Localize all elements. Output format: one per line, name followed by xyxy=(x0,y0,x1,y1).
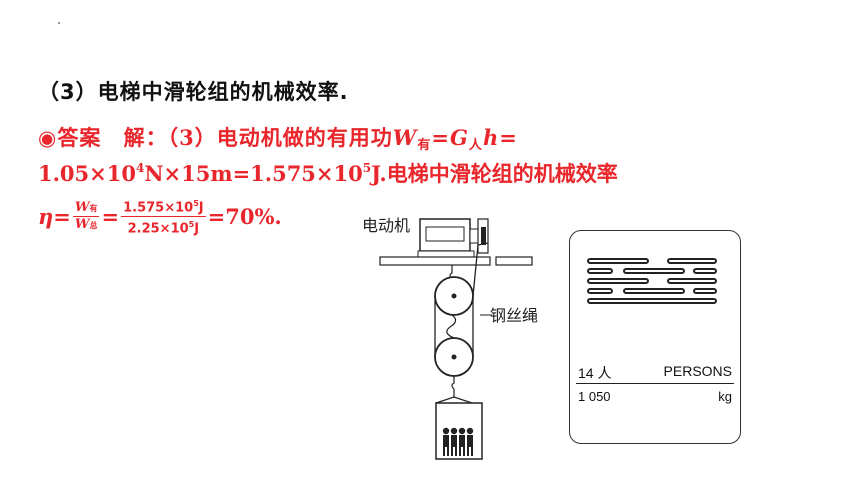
formula-result: =70%. xyxy=(207,204,282,230)
fraction-w: W有 W总 xyxy=(72,200,100,233)
elevator-diagram xyxy=(379,218,533,460)
rope-label: 钢丝绳 xyxy=(490,306,539,325)
motor-base xyxy=(417,250,475,258)
equals-sign: = xyxy=(431,125,450,150)
answer-line-1: ◉答案 解：（3）电动机做的有用功W有=G人h= xyxy=(38,122,518,153)
car-top xyxy=(435,396,473,404)
placard-weight: 1 050 xyxy=(578,389,611,404)
line2-part-a: 1.05×10 xyxy=(38,161,136,186)
motor-shaft xyxy=(469,228,479,244)
eta-symbol: η= xyxy=(38,204,71,230)
placard-kg: kg xyxy=(718,389,732,404)
subscript-ren: 人 xyxy=(468,138,483,153)
fraction-w-numerator: W有 xyxy=(72,200,100,218)
rope-curl xyxy=(446,314,457,339)
answer-line-2: 1.05×104N×15m=1.575×105J.电梯中滑轮组的机械效率 xyxy=(38,158,618,188)
placard-people: 14 人 xyxy=(578,365,612,381)
rope-to-drum xyxy=(472,242,489,297)
symbol-h: h= xyxy=(482,125,518,150)
motor-drum-wound xyxy=(481,227,486,245)
passengers-icon xyxy=(442,427,474,456)
capacity-placard: 14 人 PERSONS 1 050 kg xyxy=(569,230,741,444)
line2-part-c: J.电梯中滑轮组的机械效率 xyxy=(371,161,618,186)
car-hook xyxy=(451,376,455,397)
fraction-values: 1.575×105J 2.25×105J xyxy=(121,196,206,238)
symbol-w: W xyxy=(392,125,418,150)
ceiling-beam-right xyxy=(495,256,533,266)
fraction-values-denominator: 2.25×105J xyxy=(127,220,200,237)
efficiency-formula: η= W有 W总 = 1.575×105J 2.25×105J =70%. xyxy=(38,196,282,238)
motor-label: 电动机 xyxy=(362,216,411,235)
ceiling-beam-left xyxy=(379,256,491,266)
upper-pulley-axle xyxy=(451,293,457,299)
formula-equals: = xyxy=(101,204,120,230)
solution-prefix: 解：（3）电动机做的有用功 xyxy=(123,125,393,150)
stray-dot xyxy=(58,22,60,24)
exponent-5: 5 xyxy=(362,161,372,175)
subscript-you: 有 xyxy=(417,138,432,153)
fraction-w-denominator: W总 xyxy=(74,217,98,233)
motor-inner xyxy=(425,226,465,242)
placard-persons: PERSONS xyxy=(663,363,732,379)
exponent-4: 4 xyxy=(135,161,145,175)
placard-pattern xyxy=(587,258,717,304)
answer-marker: ◉答案 xyxy=(38,126,102,150)
fraction-values-numerator: 1.575×105J xyxy=(121,196,206,218)
lower-pulley-axle xyxy=(451,354,457,360)
placard-divider xyxy=(576,383,734,384)
question-text: （3）电梯中滑轮组的机械效率. xyxy=(38,80,349,104)
symbol-g: G xyxy=(449,125,469,150)
line2-part-b: N×15m=1.575×10 xyxy=(144,161,363,186)
